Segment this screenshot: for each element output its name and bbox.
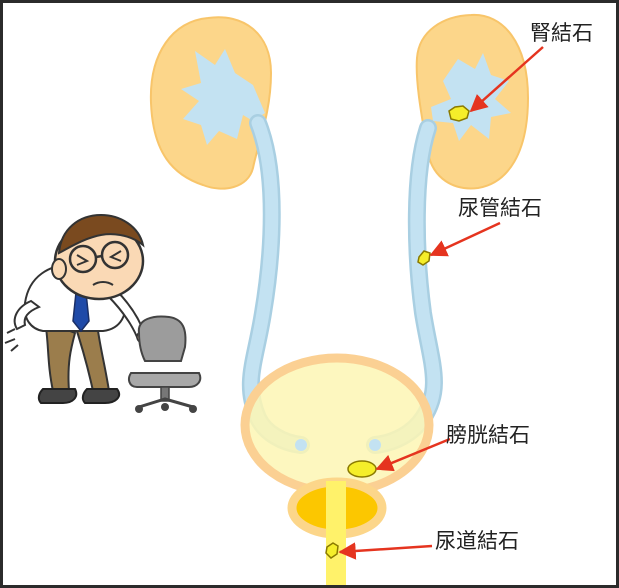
ureter-stone-marker xyxy=(417,250,431,266)
urethra-stone-label: 尿道結石 xyxy=(435,529,519,553)
man-with-back-pain-illustration xyxy=(4,213,150,404)
urinary-tract-diagram xyxy=(4,13,544,585)
bladder-stone-label: 膀胱結石 xyxy=(446,423,530,447)
ureter-stone-arrow xyxy=(429,221,501,257)
urethra xyxy=(326,481,346,585)
bladder-stone-arrow xyxy=(375,437,451,472)
diagram-frame: 腎結石 尿管結石 膀胱結石 尿道結石 xyxy=(3,3,616,585)
kidney-stone-arrow xyxy=(469,46,544,113)
ureter-stone-label: 尿管結石 xyxy=(458,196,542,220)
urethra-stone-marker xyxy=(325,542,339,559)
bladder-stone-marker xyxy=(347,460,377,478)
kidney-stone-label: 腎結石 xyxy=(530,21,593,45)
bladder xyxy=(240,353,434,497)
kidney-stone-marker xyxy=(448,105,470,122)
office-chair-illustration xyxy=(128,315,202,413)
urethra-stone-arrow xyxy=(338,542,433,560)
left-renal-pelvis xyxy=(181,49,265,145)
left-ureteral-orifice xyxy=(295,439,307,451)
right-ureteral-orifice xyxy=(369,439,381,451)
